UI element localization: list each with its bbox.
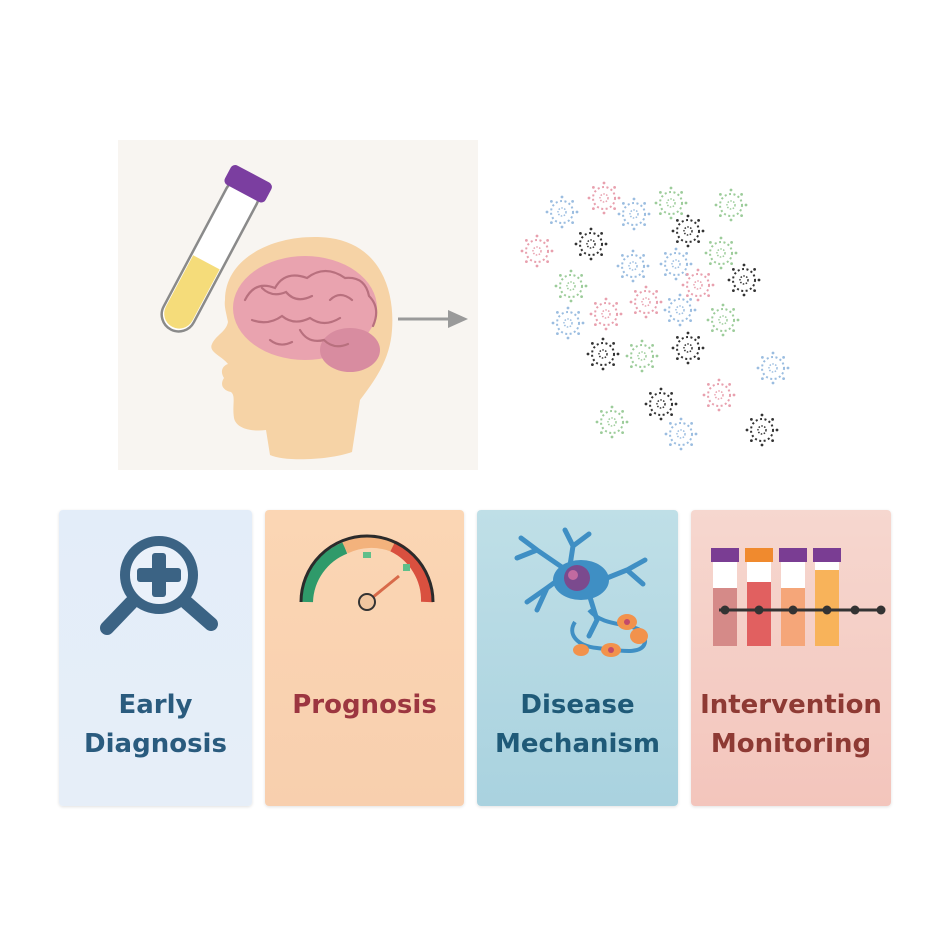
vesicle-particle	[727, 263, 761, 297]
card-disease-mechanism: Disease Mechanism	[477, 510, 678, 806]
card-label: Prognosis	[292, 690, 437, 720]
vesicle-particle	[671, 331, 705, 365]
vesicle-particle	[629, 285, 663, 319]
vesicle-particle	[551, 306, 585, 340]
vesicle-particle	[520, 234, 554, 268]
vesicle-particle	[756, 351, 790, 385]
vesicle-particle	[663, 293, 697, 327]
arrow-right-icon	[398, 310, 468, 328]
vesicle-particle	[659, 247, 693, 281]
vesicle-particle	[706, 303, 740, 337]
vesicle-particle	[654, 186, 688, 220]
vesicle-particle	[714, 188, 748, 222]
brain-icon	[233, 256, 380, 372]
card-label: Early Diagnosis	[84, 690, 227, 759]
vesicle-particle	[704, 236, 738, 270]
vesicle-particle	[554, 269, 588, 303]
magnifier-plus-icon	[100, 536, 218, 635]
vesicle-particle	[671, 214, 705, 248]
test-tube-icon	[160, 165, 272, 333]
vesicle-particle	[586, 337, 620, 371]
card-intervention-monitoring: Intervention Monitoring	[691, 510, 891, 806]
vesicle-particle	[625, 339, 659, 373]
card-label: Disease Mechanism	[495, 690, 660, 759]
blood-tubes-timeline-icon	[711, 548, 886, 646]
vesicle-particle	[617, 197, 651, 231]
vesicle-particle	[745, 413, 779, 447]
vesicle-particle	[664, 417, 698, 451]
neuron-icon	[514, 527, 648, 657]
vesicle-particle	[587, 181, 621, 215]
card-early-diagnosis: Early Diagnosis	[59, 510, 252, 806]
vesicle-particle	[589, 297, 623, 331]
vesicle-particle	[545, 195, 579, 229]
vesicle-particle	[681, 268, 715, 302]
card-prognosis: Prognosis	[265, 510, 464, 806]
card-label: Intervention Monitoring	[700, 690, 882, 759]
vesicle-particle	[644, 387, 678, 421]
vesicle-particle	[616, 249, 650, 283]
gauge-icon	[299, 534, 435, 611]
vesicle-particle	[595, 405, 629, 439]
vesicle-particle	[574, 227, 608, 261]
vesicle-particle	[702, 378, 736, 412]
